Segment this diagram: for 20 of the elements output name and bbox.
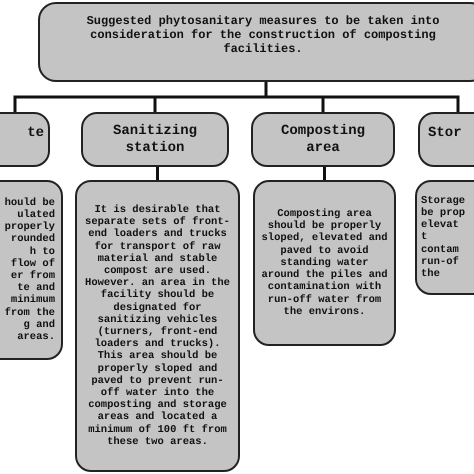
connector-line: [323, 167, 326, 180]
description-text: It is desirable that separate sets of front- end loaders and trucks for transport of raw material and stable compost are used. However. an area in the facility should be designated for sanitizing vehicles (turners, front-end loaders and trucks). This area should be properly sloped and paved to prevent run-off water into the composting and storage areas and located a minimum of 100 ft from these two areas.: [84, 204, 231, 448]
category-label: Composting area: [280, 122, 366, 156]
description-text: hould be ulated properly rounded h to flow of er from te and minimum from the g and areas.: [4, 196, 55, 344]
category-box: [418, 112, 474, 167]
category-label: te: [26, 125, 44, 142]
category-label: Stor: [428, 125, 462, 142]
description-box: [415, 180, 474, 295]
category-box: [0, 112, 50, 167]
description-box: [253, 180, 396, 346]
description-box: [0, 180, 63, 360]
heading-text: Suggested phytosanitary measures to be taken into consideration for the construction of composting facilities.: [86, 14, 440, 56]
category-label: Sanitizing station: [112, 122, 198, 156]
heading-box: [38, 2, 474, 82]
connector-line: [156, 167, 159, 180]
description-text: Storage be prop elevat t contam run-of the: [421, 194, 466, 280]
category-box: [81, 112, 229, 167]
description-box: [75, 180, 240, 472]
description-text: Composting area should be properly sloped, elevated and paved to avoid standing water around the piles and contamination with run-off water from the environs.: [261, 208, 388, 318]
category-box: [251, 112, 395, 167]
